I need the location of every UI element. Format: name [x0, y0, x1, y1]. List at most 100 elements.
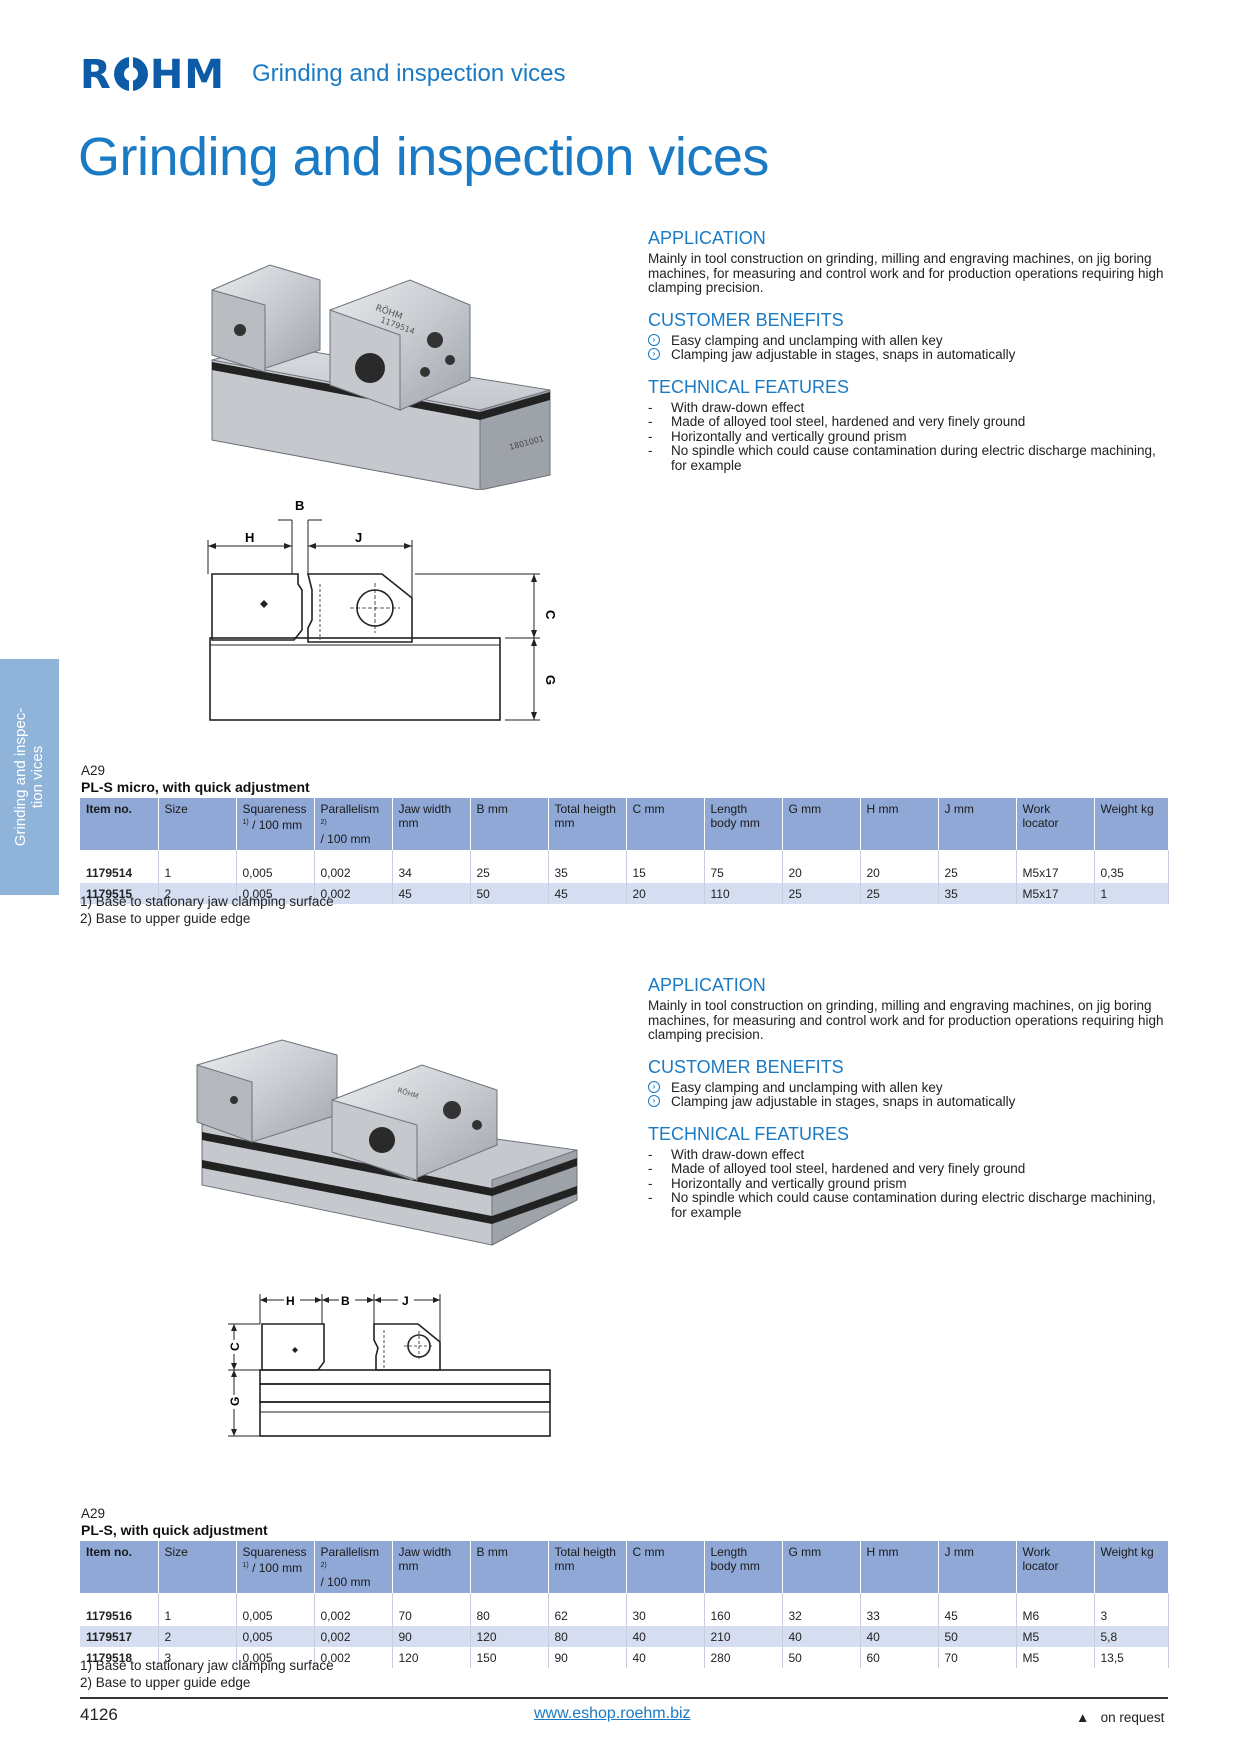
table-cell: 150	[470, 1647, 549, 1668]
table-cell: M6	[1016, 1605, 1095, 1626]
table-cell: 280	[704, 1647, 783, 1668]
col-c-mm: C mm	[626, 1541, 705, 1593]
table-notes: 1) Base to stationary jaw clamping surfa…	[80, 1657, 334, 1691]
table-cell: 25	[860, 883, 939, 904]
table-cell: 75	[704, 862, 783, 883]
table-cell: 32	[782, 1605, 861, 1626]
arrow-circle-icon: ›	[648, 348, 660, 360]
benefits-list: ›Easy clamping and unclamping with allen…	[648, 1080, 1168, 1110]
footer-rule	[80, 1697, 1168, 1699]
page-number: 4126	[80, 1705, 118, 1724]
col-item-no: Item no.	[80, 1541, 159, 1593]
col-parallelism: Parallelism 2)/ 100 mm	[314, 798, 393, 850]
table-cell: M5	[1016, 1647, 1095, 1668]
table-cell: 3	[1094, 1605, 1169, 1626]
table-cell: 1	[158, 1605, 237, 1626]
product2-info: APPLICATION Mainly in tool construction …	[648, 975, 1168, 1220]
col-h-mm: H mm	[860, 1541, 939, 1593]
table-cell: 1	[1094, 883, 1169, 904]
item-number-cell[interactable]: 1179517	[80, 1626, 159, 1647]
logo-o-symbol	[113, 57, 148, 91]
table-cell: 20	[782, 862, 861, 883]
table-cell: 45	[548, 883, 627, 904]
table-code: A29	[81, 1506, 106, 1521]
table-cell: 90	[548, 1647, 627, 1668]
table-title: PL-S, with quick adjustment	[81, 1522, 268, 1538]
eshop-link[interactable]: www.eshop.roehm.biz	[534, 1705, 691, 1722]
col-jaw-width: Jaw width mm	[392, 1541, 471, 1593]
table-cell: 60	[860, 1647, 939, 1668]
feature-item: -Horizontally and vertically ground pris…	[648, 1175, 907, 1191]
table-cell: 13,5	[1094, 1647, 1169, 1668]
table-cell: 35	[938, 883, 1017, 904]
benefit-item: ›Easy clamping and unclamping with allen…	[648, 1080, 1168, 1096]
col-b-mm: B mm	[470, 1541, 549, 1593]
table-cell: 20	[860, 862, 939, 883]
table-cell: 0,35	[1094, 862, 1169, 883]
col-jaw-width: Jaw width mm	[392, 798, 471, 850]
item-number-cell[interactable]: 1179514	[80, 862, 159, 883]
legend-text: on request	[1100, 1710, 1165, 1725]
page-title: Grinding and inspection vices	[78, 127, 769, 187]
table-cell: 25	[470, 862, 549, 883]
col-weight: Weight kg	[1094, 798, 1169, 850]
table-cell: M5x17	[1016, 862, 1095, 883]
table-cell: 0,005	[236, 1647, 315, 1668]
table-cell: 70	[392, 1605, 471, 1626]
arrow-circle-icon: ›	[648, 1080, 660, 1093]
col-total-height: Total heigth mm	[548, 1541, 627, 1593]
table-cell: 70	[938, 1647, 1017, 1668]
application-text: Mainly in tool construction on grinding,…	[648, 251, 1164, 295]
col-work-locator: Work locator	[1016, 798, 1095, 850]
table-title: PL-S micro, with quick adjustment	[81, 779, 310, 795]
triangle-icon: ▲	[1076, 1710, 1090, 1725]
side-tab-line-2: tion vices	[29, 745, 46, 809]
col-parallelism: Parallelism 2)/ 100 mm	[314, 1541, 393, 1593]
benefit-item: ›Clamping jaw adjustable in stages, snap…	[648, 347, 1168, 363]
table-cell: 2	[158, 1626, 237, 1647]
product-photo-pl-s-micro: RÖHM 1179514 1801001	[210, 250, 560, 491]
table-cell: 50	[938, 1626, 1017, 1647]
features-list: -With draw-down effect -Made of alloyed …	[648, 399, 1168, 474]
table-cell: 62	[548, 1605, 627, 1626]
col-g-mm: G mm	[782, 1541, 861, 1593]
table-cell: 0,005	[236, 883, 315, 904]
dim-label-j: J	[402, 1294, 409, 1308]
benefit-item: ›Easy clamping and unclamping with allen…	[648, 333, 1168, 349]
table-cell: 210	[704, 1626, 783, 1647]
col-h-mm: H mm	[860, 798, 939, 850]
table-cell: 45	[938, 1605, 1017, 1626]
dimension-drawing-pl-s: H B J C G	[226, 1290, 566, 1438]
header-section-title: Grinding and inspection vices	[252, 60, 566, 87]
table-cell: 2	[158, 883, 237, 904]
item-number-cell[interactable]: 1179518	[80, 1647, 159, 1668]
table-cell: 160	[704, 1605, 783, 1626]
table-cell: 0,005	[236, 862, 315, 883]
benefits-heading: CUSTOMER BENEFITS	[648, 1056, 844, 1077]
side-tab[interactable]: Grinding and inspec- tion vices	[0, 659, 59, 895]
dim-label-g: G	[543, 675, 558, 685]
table-cell: 3	[158, 1647, 237, 1668]
feature-item: -No spindle which could cause contaminat…	[648, 1190, 1156, 1220]
item-number-cell[interactable]: 1179515	[80, 883, 159, 904]
feature-item: -With draw-down effect	[648, 1146, 805, 1162]
table-cell: 0,002	[314, 862, 393, 883]
table-spacer-row	[80, 850, 1169, 862]
table-cell: 0,002	[314, 883, 393, 904]
application-heading: APPLICATION	[648, 975, 766, 995]
item-number-cell[interactable]: 1179516	[80, 1605, 159, 1626]
col-g-mm: G mm	[782, 798, 861, 850]
table-cell: 120	[470, 1626, 549, 1647]
feature-item: -With draw-down effect	[648, 399, 805, 415]
dim-label-h: H	[245, 530, 254, 545]
table-cell: 15	[626, 862, 705, 883]
dim-label-h: H	[286, 1294, 295, 1308]
